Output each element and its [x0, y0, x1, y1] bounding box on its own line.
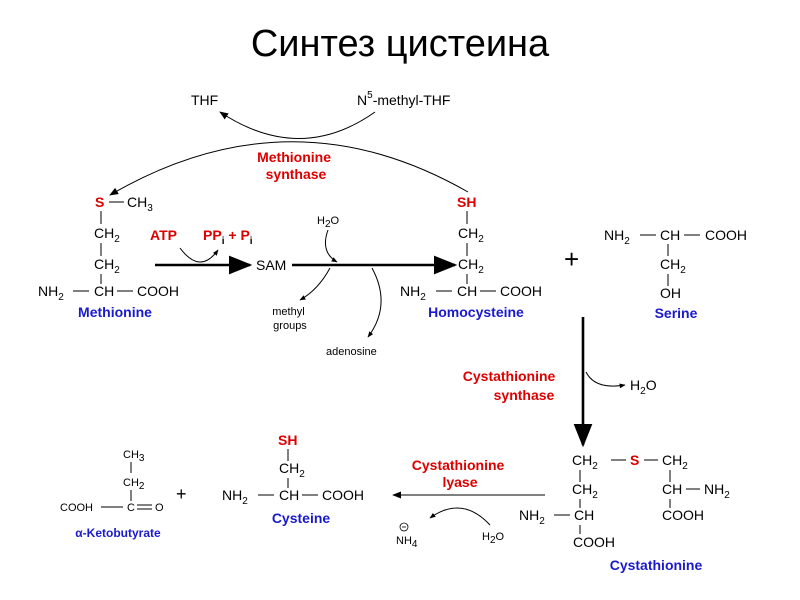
svg-text:CH2: CH2	[572, 452, 598, 472]
svg-text:COOH: COOH	[662, 507, 704, 523]
lyase-h2o-nh4-arrow	[429, 507, 491, 526]
plus-sign-serine: +	[564, 244, 579, 274]
thf-label: THF	[191, 92, 218, 108]
methionine-synthase-arrow	[109, 141, 469, 196]
svg-text:CH: CH	[660, 227, 680, 243]
svg-text:CH2: CH2	[279, 460, 305, 480]
homocysteine-structure: SH CH2 CH2 NH2 CH COOH	[400, 194, 542, 303]
svg-text:CH: CH	[94, 283, 114, 299]
svg-text:CH2: CH2	[94, 225, 120, 245]
svg-text:CH2: CH2	[660, 256, 686, 276]
svg-text:SH: SH	[457, 194, 476, 210]
svg-text:CH3: CH3	[123, 449, 145, 464]
plus-sign-ketobutyrate: +	[176, 484, 187, 504]
adenosine-arrow	[367, 267, 382, 338]
thf-regeneration-arrow	[219, 111, 376, 139]
page-title: Синтез цистеина	[251, 23, 550, 65]
svg-text:COOH: COOH	[573, 534, 615, 550]
methyl-groups-label: methyl groups	[272, 306, 307, 332]
cystathionine-synthase-label: Cystathionine synthase	[463, 368, 559, 403]
n5-methyl-thf-label: N5-methyl-THF	[357, 90, 450, 108]
sam-label: SAM	[256, 257, 286, 273]
svg-text:CH2: CH2	[458, 256, 484, 276]
svg-text:O: O	[155, 502, 164, 514]
adenosine-label: adenosine	[326, 346, 377, 358]
lyase-h2o-label: H2O	[482, 531, 505, 546]
svg-text:NH2: NH2	[222, 487, 248, 507]
cysteine-label: Cysteine	[272, 510, 331, 526]
ppi-pi-label: PPi + Pi	[203, 227, 253, 247]
svg-text:CH2: CH2	[662, 452, 688, 472]
serine-label: Serine	[655, 305, 698, 321]
cystathionine-structure: CH2 S CH2 CH2 CH NH2 NH2 CH COOH COOH	[519, 452, 730, 550]
svg-text:COOH: COOH	[500, 283, 542, 299]
cysteine-structure: SH CH2 NH2 CH COOH	[222, 432, 364, 507]
ketobutyrate-structure: CH3 CH2 COOH C O	[60, 449, 164, 514]
svg-text:CH3: CH3	[127, 194, 153, 214]
svg-text:OH: OH	[660, 285, 681, 301]
svg-text:CH2: CH2	[458, 225, 484, 245]
svg-text:NH2: NH2	[704, 481, 730, 501]
h2o-in-arrow	[325, 229, 338, 263]
serine-structure: NH2 CH COOH CH2 OH	[604, 227, 747, 301]
h2o-out-arrow	[585, 371, 626, 389]
svg-text:COOH: COOH	[137, 283, 179, 299]
svg-text:NH2: NH2	[519, 507, 545, 527]
svg-text:COOH: COOH	[322, 487, 364, 503]
svg-text:NH2: NH2	[400, 283, 426, 303]
atp-label: ATP	[150, 227, 177, 243]
nh4-label: NH4	[396, 535, 418, 550]
h2o-out-label: H2O	[630, 377, 657, 397]
svg-text:NH2: NH2	[38, 283, 64, 303]
cystathionine-lyase-label: Cystathionine lyase	[412, 457, 508, 490]
svg-text:NH2: NH2	[604, 227, 630, 247]
methionine-structure: S CH3 CH2 CH2 NH2 CH COOH	[38, 194, 179, 303]
svg-text:CH: CH	[574, 507, 594, 523]
svg-text:COOH: COOH	[60, 502, 93, 514]
methionine-label: Methionine	[78, 304, 152, 320]
ammonium-charge-icon	[399, 522, 409, 532]
methyl-groups-arrow	[299, 267, 331, 301]
svg-text:S: S	[95, 194, 104, 210]
cystathionine-label: Cystathionine	[610, 557, 703, 573]
homocysteine-label: Homocysteine	[428, 304, 524, 320]
svg-text:CH2: CH2	[123, 477, 145, 492]
svg-text:CH2: CH2	[94, 256, 120, 276]
svg-text:CH: CH	[457, 283, 477, 299]
svg-text:COOH: COOH	[705, 227, 747, 243]
atp-curve-arrow	[179, 247, 219, 263]
methionine-synthase-label: Methionine synthase	[257, 149, 335, 182]
svg-text:CH2: CH2	[572, 481, 598, 501]
svg-text:CH: CH	[279, 487, 299, 503]
h2o-in-label: H2O	[317, 215, 340, 230]
ketobutyrate-label: α-Ketobutyrate	[75, 526, 161, 540]
svg-text:CH: CH	[662, 481, 682, 497]
svg-text:C: C	[127, 502, 135, 514]
svg-text:S: S	[630, 452, 639, 468]
svg-text:SH: SH	[278, 432, 297, 448]
